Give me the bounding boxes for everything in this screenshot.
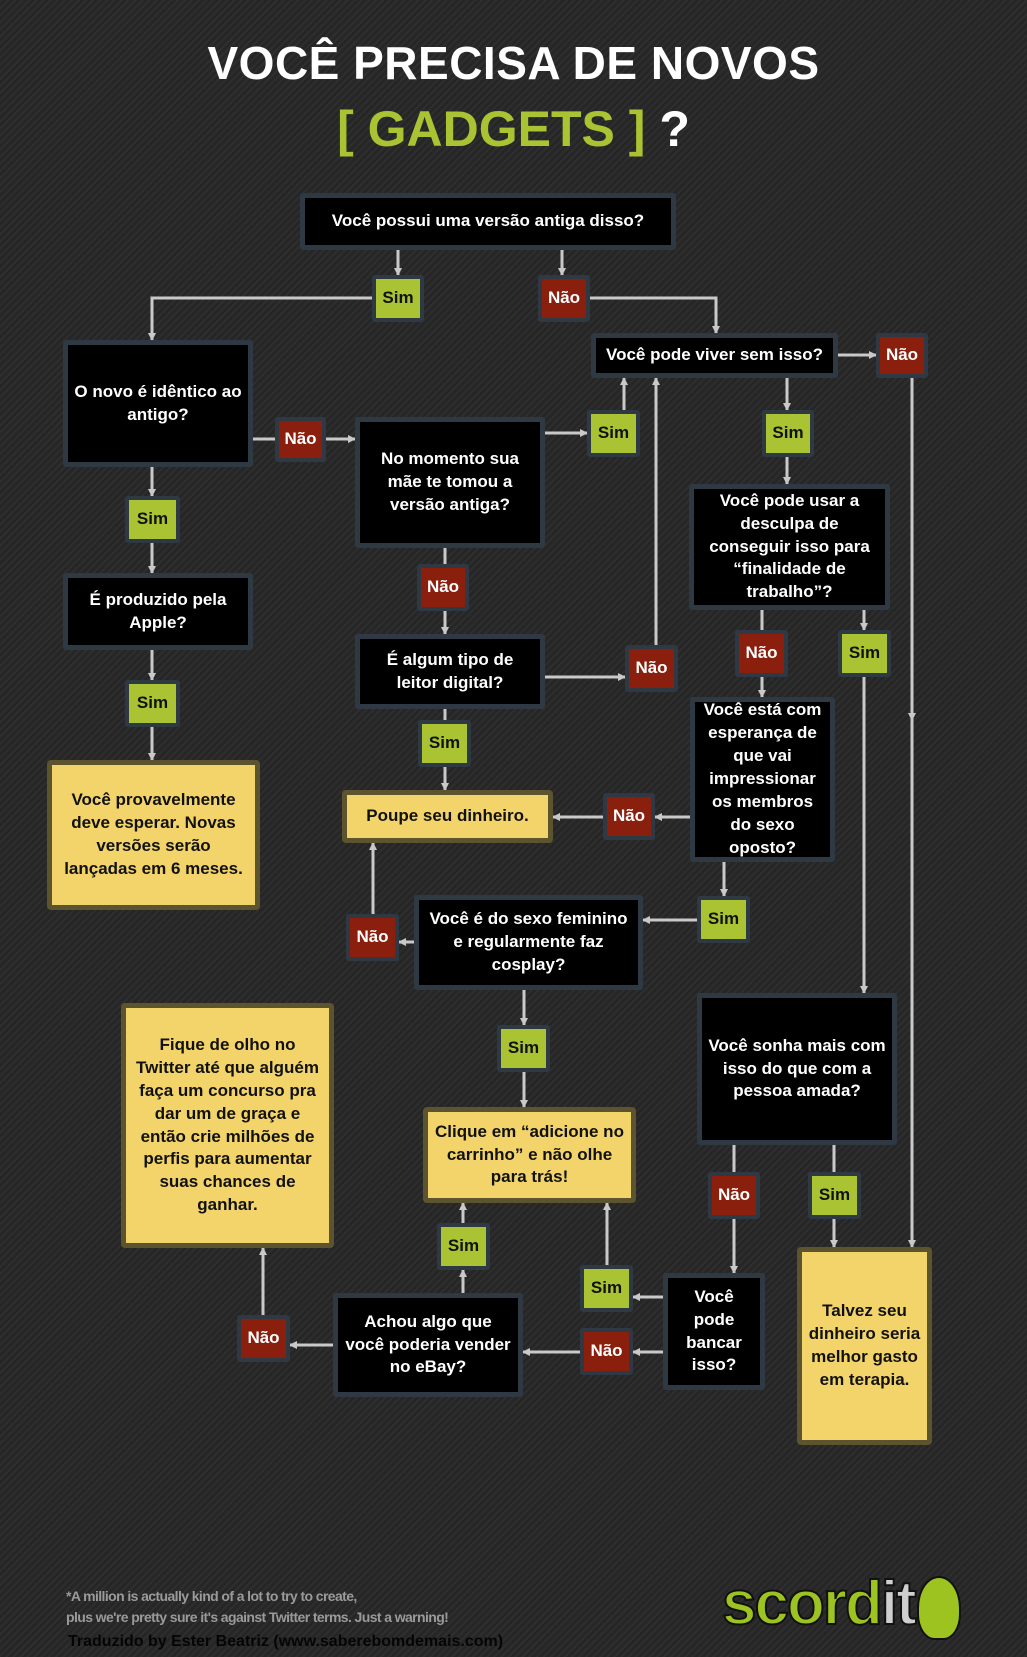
yes-label-6: Sim [418,720,471,767]
yes-label-9: Sim [497,1025,550,1072]
no-label-10: Não [708,1172,760,1219]
question-box-q1: Você possui uma versão antiga disso? [300,193,676,250]
no-label-12: Não [237,1315,290,1362]
logo-text-part1: scord [721,1568,884,1639]
answer-box-a5: Talvez seu dinheiro seria melhor gasto e… [797,1247,932,1445]
page-subtitle: [ GADGETS ] ? [0,100,1027,158]
yes-label-5: Sim [125,680,180,727]
question-box-q2: O novo é idêntico ao antigo? [63,340,253,467]
answer-box-a4: Fique de olho no Twitter até que alguém … [121,1003,334,1248]
yes-label-2: Sim [125,496,180,543]
yes-label-7: Sim [838,630,891,677]
title-highlight: [ GADGETS ] [337,101,646,157]
title-question-mark: ? [659,101,690,157]
question-box-q8: Você está com esperança de que vai impre… [690,697,835,862]
question-box-q6: É algum tipo de leitor digital? [355,634,545,709]
question-box-q9: Você é do sexo feminino e regularmente f… [414,895,643,990]
translation-credit: Traduzido by Ester Beatriz (www.saberebo… [68,1633,504,1650]
answer-box-a1: Você provavelmente deve esperar. Novas v… [47,760,260,910]
question-box-q7: Você pode usar a desculpa de conseguir i… [689,484,890,610]
question-box-q4: Você pode viver sem isso? [591,333,838,378]
no-label-3: Não [417,564,469,611]
no-label-1: Não [538,275,590,322]
footer-note-line2: plus we're pretty sure it's against Twit… [66,1609,449,1625]
yes-label-8: Sim [697,896,750,943]
yes-label-1: Sim [372,275,424,322]
no-label-9: Não [346,914,399,961]
no-label-11: Não [580,1328,633,1375]
scordit-logo: scordit [721,1568,961,1640]
logo-text-part2: it [880,1568,918,1639]
footer-note: *A million is actually kind of a lot to … [66,1586,449,1628]
no-label-6: Não [625,645,678,692]
no-label-4: Não [876,333,928,378]
yes-label-10: Sim [808,1172,861,1219]
page-title: VOCÊ PRECISA DE NOVOS [207,37,820,89]
connector-arrow [590,296,720,334]
answer-box-a3: Clique em “adicione no carrinho” e não o… [423,1107,636,1203]
answer-box-a2: Poupe seu dinheiro. [342,790,553,843]
no-label-2: Não [275,417,326,462]
question-box-q5: É produzido pela Apple? [63,573,253,650]
yes-label-4: Sim [762,410,814,457]
question-box-q10: Você sonha mais com isso do que com a pe… [697,993,897,1145]
yes-label-3: Sim [587,410,640,457]
no-label-7: Não [735,630,788,677]
yes-label-11: Sim [580,1265,633,1312]
question-box-q11: Você pode bancar isso? [663,1273,765,1390]
no-label-8: Não [603,793,655,840]
question-box-q3: No momento sua mãe te tomou a versão ant… [355,417,545,548]
yes-label-12: Sim [437,1223,490,1270]
mascot-icon [916,1575,961,1640]
connector-arrow [148,296,372,341]
question-box-q12: Achou algo que você poderia vender no eB… [333,1293,523,1397]
footer-note-line1: *A million is actually kind of a lot to … [66,1588,357,1604]
